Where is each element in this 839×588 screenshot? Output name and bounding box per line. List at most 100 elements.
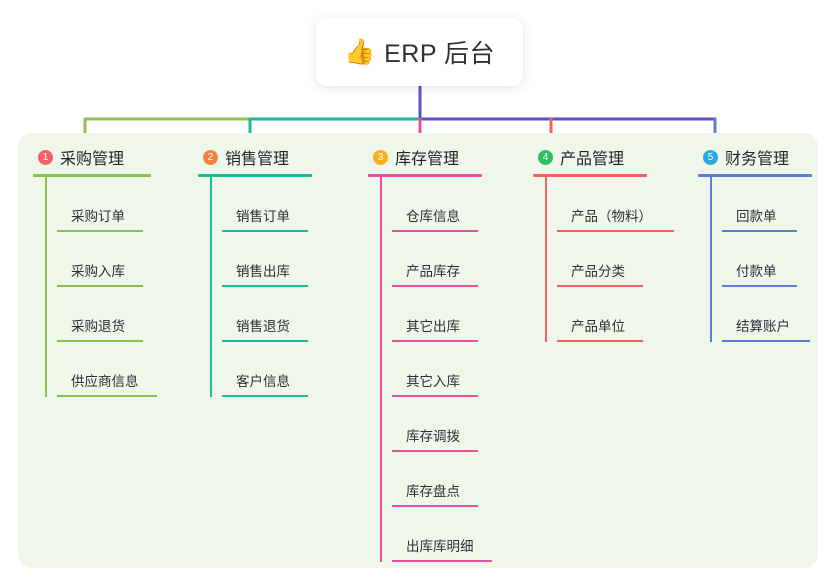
list-item[interactable]: 其它出库 <box>392 287 513 342</box>
branch-items-1: 采购订单 采购入库 采购退货 供应商信息 <box>33 177 173 397</box>
list-item[interactable]: 产品分类 <box>557 232 693 287</box>
list-item-label: 销售退货 <box>236 319 290 334</box>
list-item[interactable]: 产品库存 <box>392 232 513 287</box>
root-node[interactable]: 👍 ERP 后台 <box>316 18 523 86</box>
list-item[interactable]: 采购入库 <box>57 232 173 287</box>
item-rule <box>722 285 797 287</box>
item-rule <box>392 230 478 232</box>
item-rule <box>392 285 478 287</box>
list-item-label: 其它入库 <box>406 374 460 389</box>
branch-spine-4 <box>545 177 547 342</box>
branch-items-2: 销售订单 销售出库 销售退货 客户信息 <box>198 177 338 397</box>
list-item[interactable]: 回款单 <box>722 177 838 232</box>
list-item[interactable]: 库存调拨 <box>392 397 513 452</box>
list-item[interactable]: 产品单位 <box>557 287 693 342</box>
branch-items-3: 仓库信息 产品库存 其它出库 其它入库 库存调拨 库存盘点 <box>368 177 513 562</box>
list-item-label: 出库库明细 <box>406 539 474 554</box>
list-item-label: 库存盘点 <box>406 484 460 499</box>
list-item-label: 采购退货 <box>71 319 125 334</box>
list-item-label: 结算账户 <box>736 319 790 334</box>
item-rule <box>57 230 143 232</box>
list-item[interactable]: 采购退货 <box>57 287 173 342</box>
branch-badge-2: 2 <box>203 149 218 165</box>
branch-header-4[interactable]: 4 产品管理 <box>533 146 693 168</box>
root-node-label: ERP 后台 <box>384 40 496 68</box>
list-item-label: 采购入库 <box>71 264 125 279</box>
branch-column-3[interactable]: 3 库存管理 仓库信息 产品库存 其它出库 其它入库 <box>368 146 513 562</box>
list-item[interactable]: 产品（物料） <box>557 177 693 232</box>
item-rule <box>392 395 478 397</box>
list-item-label: 产品（物料） <box>571 209 652 224</box>
branch-badge-4: 4 <box>538 149 553 165</box>
branch-header-1[interactable]: 1 采购管理 <box>33 146 173 168</box>
item-rule <box>222 340 308 342</box>
branch-rule-1 <box>33 174 151 177</box>
item-rule <box>222 285 308 287</box>
list-item-label: 其它出库 <box>406 319 460 334</box>
list-item[interactable]: 付款单 <box>722 232 838 287</box>
list-item-label: 付款单 <box>736 264 777 279</box>
branch-column-4[interactable]: 4 产品管理 产品（物料） 产品分类 产品单位 <box>533 146 693 342</box>
list-item[interactable]: 其它入库 <box>392 342 513 397</box>
branch-spine-5 <box>710 177 712 342</box>
branch-spine-3 <box>380 177 382 562</box>
item-rule <box>557 285 643 287</box>
branch-title-2: 销售管理 <box>225 151 290 168</box>
branch-spine-1 <box>45 177 47 397</box>
branch-title-5: 财务管理 <box>725 151 790 168</box>
list-item-label: 库存调拨 <box>406 429 460 444</box>
list-item-label: 仓库信息 <box>406 209 460 224</box>
branch-header-3[interactable]: 3 库存管理 <box>368 146 513 168</box>
list-item-label: 销售出库 <box>236 264 290 279</box>
item-rule <box>557 340 643 342</box>
item-rule <box>557 230 674 232</box>
item-rule <box>222 230 308 232</box>
list-item[interactable]: 销售退货 <box>222 287 338 342</box>
list-item[interactable]: 客户信息 <box>222 342 338 397</box>
list-item-label: 客户信息 <box>236 374 290 389</box>
list-item-label: 产品单位 <box>571 319 625 334</box>
branch-column-2[interactable]: 2 销售管理 销售订单 销售出库 销售退货 客户信息 <box>198 146 338 397</box>
list-item-label: 产品分类 <box>571 264 625 279</box>
branch-rule-2 <box>198 174 312 177</box>
item-rule <box>57 395 157 397</box>
branch-rule-3 <box>368 174 482 177</box>
branch-rule-4 <box>533 174 647 177</box>
branch-panel <box>18 133 818 568</box>
item-rule <box>222 395 308 397</box>
item-rule <box>392 450 478 452</box>
list-item[interactable]: 仓库信息 <box>392 177 513 232</box>
list-item-label: 回款单 <box>736 209 777 224</box>
branch-badge-3: 3 <box>373 149 388 165</box>
thumbs-up-icon: 👍 <box>343 37 376 66</box>
item-rule <box>722 230 797 232</box>
branch-title-3: 库存管理 <box>395 151 460 168</box>
list-item[interactable]: 销售出库 <box>222 232 338 287</box>
item-rule <box>57 285 143 287</box>
list-item[interactable]: 库存盘点 <box>392 452 513 507</box>
list-item-label: 产品库存 <box>406 264 460 279</box>
branch-badge-5: 5 <box>703 149 718 165</box>
branch-badge-1: 1 <box>38 149 53 165</box>
branch-items-4: 产品（物料） 产品分类 产品单位 <box>533 177 693 342</box>
branch-header-2[interactable]: 2 销售管理 <box>198 146 338 168</box>
item-rule <box>392 340 478 342</box>
list-item[interactable]: 销售订单 <box>222 177 338 232</box>
list-item[interactable]: 出库库明细 <box>392 507 513 562</box>
list-item[interactable]: 供应商信息 <box>57 342 173 397</box>
branch-header-5[interactable]: 5 财务管理 <box>698 146 838 168</box>
list-item[interactable]: 采购订单 <box>57 177 173 232</box>
branch-title-4: 产品管理 <box>560 151 625 168</box>
branch-column-5[interactable]: 5 财务管理 回款单 付款单 结算账户 <box>698 146 838 342</box>
branch-items-5: 回款单 付款单 结算账户 <box>698 177 838 342</box>
branch-column-1[interactable]: 1 采购管理 采购订单 采购入库 采购退货 供应商信息 <box>33 146 173 397</box>
list-item-label: 采购订单 <box>71 209 125 224</box>
item-rule <box>392 560 492 562</box>
list-item-label: 供应商信息 <box>71 374 139 389</box>
branch-rule-5 <box>698 174 812 177</box>
item-rule <box>392 505 478 507</box>
item-rule <box>57 340 143 342</box>
item-rule <box>722 340 810 342</box>
list-item[interactable]: 结算账户 <box>722 287 838 342</box>
